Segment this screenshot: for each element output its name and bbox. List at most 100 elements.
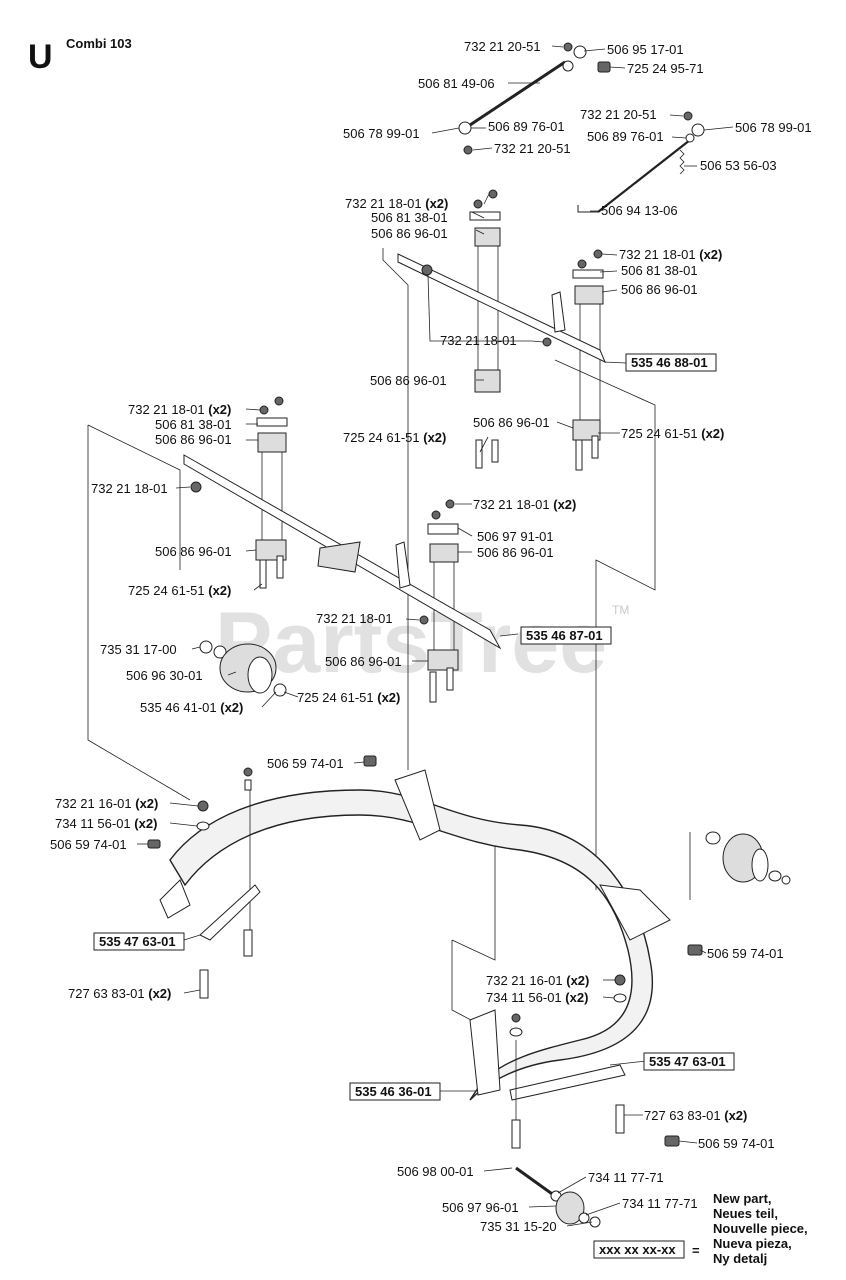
part-label-33: 725 24 61-51 (x2) (128, 583, 231, 598)
part-number: 732 21 20-51 (580, 107, 657, 122)
part-number: 535 46 88-01 (631, 355, 708, 370)
part-number: 506 86 96-01 (370, 373, 447, 388)
part-number: 732 21 16-01 (55, 796, 132, 811)
section-letter: U (28, 38, 53, 76)
part-label-57: 734 11 77-71 (622, 1196, 698, 1211)
part-label-37: 506 96 30-01 (126, 668, 203, 683)
part-number: 725 24 61-51 (128, 583, 205, 598)
part-number: 732 21 18-01 (316, 611, 393, 626)
part-number: 506 78 99-01 (343, 126, 420, 141)
part-label-36: 735 31 17-00 (100, 642, 177, 657)
bottom-wheel-assembly (515, 1166, 601, 1228)
part-quantity: (x2) (377, 690, 400, 705)
part-label-48: 732 21 16-01 (x2) (486, 973, 589, 988)
part-label-13: 732 21 18-01 (x2) (345, 196, 448, 211)
part-number: 506 97 91-01 (477, 529, 554, 544)
part-number: 732 21 18-01 (345, 196, 422, 211)
part-label-47: 506 59 74-01 (707, 946, 784, 961)
legend-line-1: New part, (713, 1191, 772, 1206)
part-number: 506 86 96-01 (155, 544, 232, 559)
part-label-44: 506 59 74-01 (50, 837, 127, 852)
part-number: 735 31 15-20 (480, 1219, 557, 1234)
legend: New part, Neues teil, Nouvelle piece, Nu… (593, 1191, 808, 1266)
part-label-29: 732 21 18-01 (x2) (473, 497, 576, 512)
part-label-40: 725 24 61-51 (x2) (297, 690, 400, 705)
part-label-39: 535 46 41-01 (x2) (140, 700, 243, 715)
part-quantity: (x2) (423, 430, 446, 445)
leader-lines (137, 45, 734, 1227)
part-number: 506 81 49-06 (418, 76, 495, 91)
part-label-21: 506 86 96-01 (370, 373, 447, 388)
part-number: 506 81 38-01 (371, 210, 448, 225)
part-number: 734 11 77-71 (588, 1170, 664, 1185)
part-number: 725 24 61-51 (343, 430, 420, 445)
part-quantity: (x2) (565, 990, 588, 1005)
part-number: 506 78 99-01 (735, 120, 812, 135)
part-label-10: 506 89 76-01 (587, 129, 664, 144)
part-label-11: 506 53 56-03 (700, 158, 777, 173)
legend-line-4: Nueva pieza, (713, 1236, 792, 1251)
part-label-32: 506 86 96-01 (155, 544, 232, 559)
part-label-19: 732 21 18-01 (440, 333, 517, 348)
part-label-6: 506 89 76-01 (488, 119, 565, 134)
part-number: 734 11 56-01 (55, 816, 131, 831)
part-labels: 732 21 20-51 506 95 17-01 725 24 95-71 5… (50, 39, 812, 1234)
part-number: 725 24 95-71 (627, 61, 704, 76)
part-number: 535 47 63-01 (649, 1054, 726, 1069)
part-number: 732 21 18-01 (473, 497, 550, 512)
part-label-42: 732 21 16-01 (x2) (55, 796, 158, 811)
clamp-stack-lower-middle (427, 499, 459, 703)
part-label-43: 734 11 56-01 (x2) (55, 816, 157, 831)
part-number: 732 21 18-01 (91, 481, 168, 496)
part-label-23: 725 24 61-51 (x2) (343, 430, 446, 445)
part-label-25: 732 21 18-01 (x2) (128, 402, 231, 417)
part-quantity: (x2) (699, 247, 722, 262)
part-label-8: 732 21 20-51 (580, 107, 657, 122)
part-number: 506 59 74-01 (707, 946, 784, 961)
part-quantity: (x2) (208, 583, 231, 598)
part-number: 506 81 38-01 (621, 263, 698, 278)
part-number: 506 53 56-03 (700, 158, 777, 173)
part-label-9: 506 78 99-01 (735, 120, 812, 135)
part-number: 732 21 18-01 (128, 402, 205, 417)
part-number: 732 21 18-01 (440, 333, 517, 348)
part-label-7: 732 21 20-51 (494, 141, 571, 156)
part-quantity: (x2) (148, 986, 171, 1001)
part-number: 732 21 18-01 (619, 247, 696, 262)
part-number: 535 46 41-01 (140, 700, 217, 715)
part-label-46: 727 63 83-01 (x2) (68, 986, 171, 1001)
part-label-27: 506 86 96-01 (155, 432, 232, 447)
part-label-18: 506 86 96-01 (621, 282, 698, 297)
part-number: 506 59 74-01 (50, 837, 127, 852)
new-part-box-535-47-63-01-left (93, 932, 185, 951)
part-label-38: 506 86 96-01 (325, 654, 402, 669)
part-label-14: 506 81 38-01 (371, 210, 448, 225)
part-label-49: 734 11 56-01 (x2) (486, 990, 588, 1005)
part-number: 506 94 13-06 (601, 203, 678, 218)
part-label-17: 506 81 38-01 (621, 263, 698, 278)
clamp-stack-lower-left (255, 396, 288, 589)
model-name: Combi 103 (66, 36, 132, 51)
part-label-58: 735 31 15-20 (480, 1219, 557, 1234)
part-number: 506 86 96-01 (371, 226, 448, 241)
bar-535-46-87-01 (183, 454, 502, 650)
part-number: 506 86 96-01 (621, 282, 698, 297)
part-number: 734 11 56-01 (486, 990, 562, 1005)
part-number: 506 89 76-01 (488, 119, 565, 134)
part-number: 535 46 36-01 (355, 1084, 432, 1099)
new-part-box-535-46-36-01 (349, 1082, 441, 1101)
part-label-4: 506 81 49-06 (418, 76, 495, 91)
part-number: 506 59 74-01 (698, 1136, 775, 1151)
part-quantity: (x2) (553, 497, 576, 512)
part-label-12: 506 94 13-06 (601, 203, 678, 218)
part-quantity: (x2) (701, 426, 724, 441)
part-number: 732 21 20-51 (494, 141, 571, 156)
part-number: 725 24 61-51 (297, 690, 374, 705)
part-label-31: 506 86 96-01 (477, 545, 554, 560)
part-label-24: 725 24 61-51 (x2) (621, 426, 724, 441)
part-number: 506 97 96-01 (442, 1200, 519, 1215)
legend-line-5: Ny detalj (713, 1251, 767, 1266)
part-number: 506 86 96-01 (473, 415, 550, 430)
part-label-50: 535 47 63-01 (649, 1054, 726, 1069)
